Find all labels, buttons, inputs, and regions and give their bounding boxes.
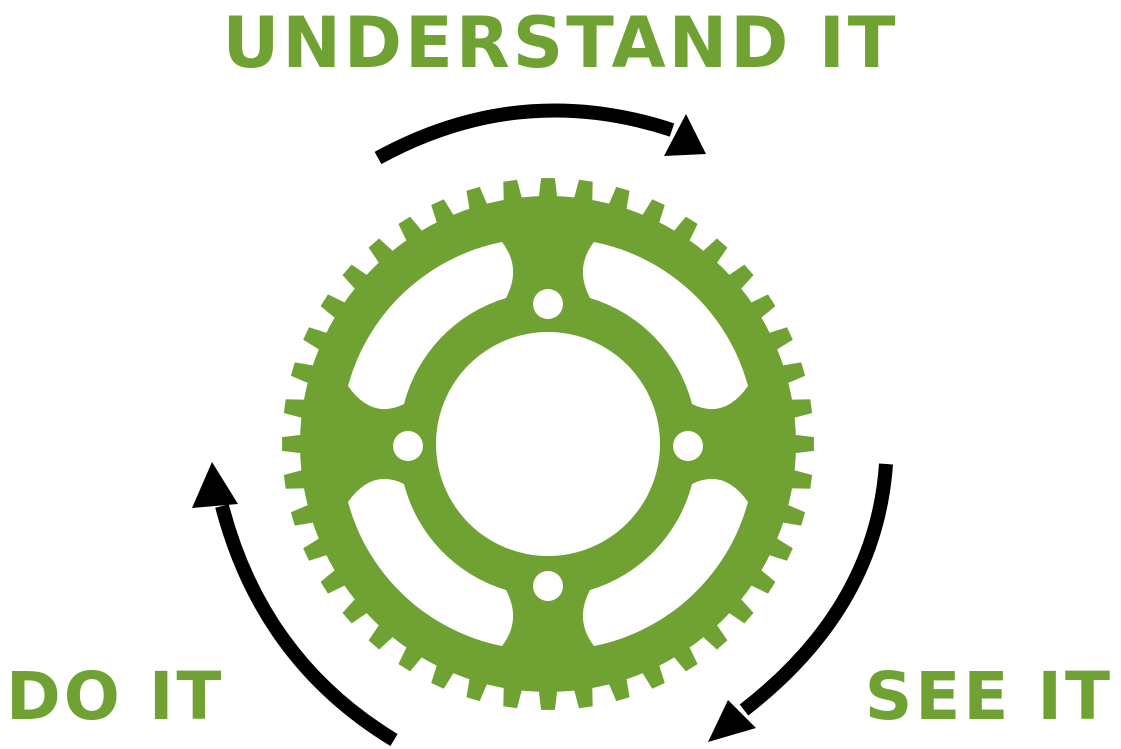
sprocket-tooth	[537, 178, 559, 205]
arrow-top-icon	[374, 103, 706, 165]
see-it-label: SEE IT	[864, 658, 1113, 735]
sprocket-tooth	[503, 179, 524, 209]
arrow-right-icon	[708, 463, 893, 742]
sprocket-tooth	[431, 657, 458, 689]
sprocket-tooth	[722, 593, 754, 624]
sprocket-tooth	[787, 433, 814, 455]
sprocket-tooth	[537, 683, 559, 710]
sprocket-tooth	[697, 618, 728, 650]
sprocket-tooth	[572, 679, 593, 709]
do-it-label: DO IT	[6, 658, 225, 735]
sprocket-tooth	[368, 618, 399, 650]
sprocket-tooth	[283, 399, 313, 420]
sprocket-tooth	[466, 186, 491, 217]
sprocket-tooth	[775, 501, 806, 526]
sprocket-tooth	[638, 199, 665, 231]
sprocket-tooth	[466, 671, 491, 702]
sprocket-tooth	[368, 238, 399, 270]
sprocket-tooth	[744, 565, 776, 594]
sprocket-tooth	[669, 216, 698, 248]
sprocket-tooth	[783, 468, 813, 489]
sprocket-tooth	[290, 362, 321, 387]
sprocket-tooth	[342, 593, 374, 624]
sprocket-tooth	[290, 501, 321, 526]
sprocket-tooth	[303, 534, 335, 561]
chainring-sprocket-icon	[282, 178, 814, 710]
sprocket-tooth	[398, 640, 427, 672]
sprocket-tooth	[431, 199, 458, 231]
sprocket-tooth	[605, 671, 630, 702]
sprocket-tooth	[761, 327, 793, 354]
sprocket-tooth	[697, 238, 728, 270]
sprocket-tooth	[303, 327, 335, 354]
arrow-left-icon	[192, 462, 398, 746]
sprocket-tooth	[783, 399, 813, 420]
sprocket-tooth	[503, 679, 524, 709]
sprocket-tooth	[638, 657, 665, 689]
sprocket-tooth	[775, 362, 806, 387]
sprocket-tooth	[320, 565, 352, 594]
sprocket-tooth	[282, 433, 309, 455]
sprocket-tooth	[761, 534, 793, 561]
sprocket-tooth	[669, 640, 698, 672]
understand-it-label: UNDERSTAND IT	[222, 2, 899, 84]
sprocket-tooth	[283, 468, 313, 489]
sprocket-tooth	[572, 179, 593, 209]
sprocket-tooth	[342, 264, 374, 295]
sprocket-tooth	[744, 294, 776, 323]
sprocket-tooth	[320, 294, 352, 323]
sprocket-tooth	[722, 264, 754, 295]
sprocket-tooth	[398, 216, 427, 248]
sprocket-tooth	[605, 186, 630, 217]
